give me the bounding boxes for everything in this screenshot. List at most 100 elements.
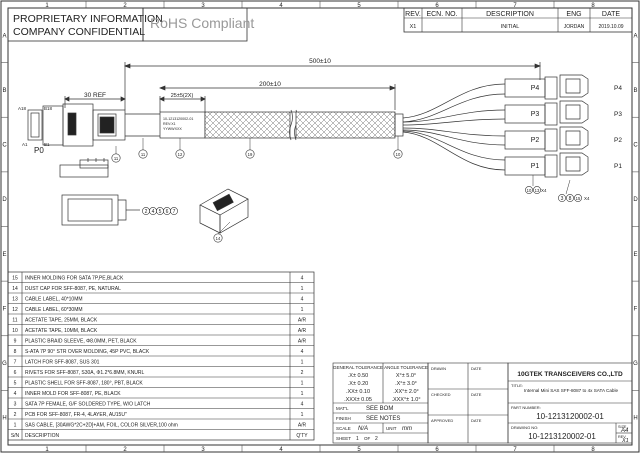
svg-text:2: 2 xyxy=(145,209,148,215)
bom-description: PLASTIC BRAID SLEEVE, Φ8.0MM, PET, BLACK xyxy=(25,339,137,345)
svg-text:11: 11 xyxy=(114,156,119,161)
general-tolerance-value: .X± 0.20 xyxy=(348,381,368,387)
sata-connector-slot xyxy=(565,78,581,94)
sata-port-label-right: P2 xyxy=(614,137,622,144)
zone-row-label-right: D xyxy=(633,197,638,203)
zone-column-label-top: 5 xyxy=(357,3,361,9)
zone-row-label-right: B xyxy=(633,88,637,94)
drawing-number-label: DRAWING NO: xyxy=(511,425,538,430)
bom-item-number: 1 xyxy=(14,423,17,429)
connector-name-p0: P0 xyxy=(34,146,44,155)
title-block xyxy=(507,362,633,444)
angle-tolerance-title: ANGLE TOLERANCE xyxy=(384,365,428,370)
pin-label-b18: B18 xyxy=(44,106,53,111)
scale-value: N/A xyxy=(358,426,368,432)
general-tolerance-value: .XX± 0.10 xyxy=(346,389,370,395)
sata-connector-head xyxy=(559,152,589,176)
svg-text:11: 11 xyxy=(141,152,146,157)
part-number-value: 10-1213120002-01 xyxy=(536,412,604,421)
proprietary-line2: COMPANY CONFIDENTIAL xyxy=(13,26,145,38)
bom-row: 6 RIVETS FOR SFF-8087, S30A, Φ1.2*6.8MM, … xyxy=(14,370,304,376)
sata-port-label-right: P4 xyxy=(614,85,622,92)
balloon-8: 8 xyxy=(566,194,574,202)
cable-drawing xyxy=(27,62,589,234)
zone-column-label-top: 7 xyxy=(513,3,517,9)
svg-text:6: 6 xyxy=(166,209,169,215)
balloon-10: 10 xyxy=(525,186,533,194)
bom-item-number: 9 xyxy=(14,339,17,345)
svg-text:3: 3 xyxy=(561,196,564,202)
bom-description: INNER MOLDING FOR SATA 7P,PE,BLACK xyxy=(25,276,124,282)
bom-item-number: 6 xyxy=(14,370,17,376)
bom-quantity: 2 xyxy=(301,370,304,376)
bom-description: LATCH FOR SFF-8087, SUS 301 xyxy=(25,360,100,366)
general-tolerance-value: .X± 0.50 xyxy=(348,373,368,379)
dim-ref: 30 REF xyxy=(84,92,106,99)
dim-overall: 500±10 xyxy=(309,58,331,65)
bom-item-number: S/N xyxy=(11,433,20,439)
label-text-2: REV:X1 xyxy=(163,122,176,126)
rev-header-ecn: ECN. NO. xyxy=(426,11,457,18)
rev-title-value: X1 xyxy=(621,438,629,444)
bom-item-number: 14 xyxy=(12,286,18,292)
zone-column-label-bottom: 4 xyxy=(279,447,283,453)
bom-quantity: 1 xyxy=(301,391,304,397)
svg-text:14: 14 xyxy=(216,236,221,241)
sata-port-label-right: P3 xyxy=(614,111,622,118)
zone-row-label-right: H xyxy=(633,416,637,422)
multiplier-x4-right: X4 xyxy=(584,196,590,201)
bom-description: RIVETS FOR SFF-8087, S30A, Φ1.2*6.8MM, K… xyxy=(25,370,145,376)
sata-connector-overmold xyxy=(544,76,558,100)
balloon-3: 3 xyxy=(558,194,566,202)
bom-quantity: A/R xyxy=(298,318,307,324)
bom-item-number: 2 xyxy=(14,412,17,418)
scale-label: SCALE xyxy=(336,426,351,431)
label-text-1: 10-1213120002-01 xyxy=(163,117,193,121)
drawn-label: DRAWN xyxy=(431,366,446,371)
balloon-14: 14 xyxy=(213,233,223,243)
drawing-number-value: 10-1213120002-01 xyxy=(528,432,596,441)
rev-value: X1 xyxy=(410,24,417,30)
finish-value: SEE NOTES xyxy=(366,416,400,422)
sheet-value: 1 xyxy=(356,436,359,442)
sheet-of-label: OF xyxy=(364,436,371,441)
bom-description: DUST CAP FOR SFF-8087, PE, NATURAL xyxy=(25,286,121,292)
signoff-block xyxy=(427,362,509,444)
sheet-total: 2 xyxy=(375,436,378,442)
rev-header-date: DATE xyxy=(602,11,620,18)
bom-quantity: 1 xyxy=(301,412,304,418)
zone-row-label-right: A xyxy=(633,33,637,39)
bom-quantity: 1 xyxy=(301,381,304,387)
bom-row: 9 PLASTIC BRAID SLEEVE, Φ8.0MM, PET, BLAC… xyxy=(14,339,307,345)
title-value: Internal Mini SAS SFF-8087 to 4x SATA Ca… xyxy=(524,388,619,393)
general-tolerance-value: .XXX± 0.05 xyxy=(344,397,372,403)
zone-row-label-left: H xyxy=(2,416,6,422)
zone-column-label-bottom: 7 xyxy=(513,447,517,453)
bom-quantity: 4 xyxy=(301,297,304,303)
drawn-date-label: DATE xyxy=(471,366,482,371)
leader-line xyxy=(565,179,571,195)
rohs-box xyxy=(142,7,248,42)
label-text-3: YYWWXXX xyxy=(163,127,182,131)
sata-port-label-right: P1 xyxy=(614,163,622,170)
sata-port-label: P4 xyxy=(531,85,540,92)
zone-column-label-top: 8 xyxy=(591,3,595,9)
svg-text:13: 13 xyxy=(535,188,540,193)
svg-text:12: 12 xyxy=(178,152,183,157)
balloon-11: 11 xyxy=(138,149,148,159)
balloon-15: 15 xyxy=(574,194,582,202)
balloon-10: 10 xyxy=(393,149,403,159)
sata-connector-overmold xyxy=(544,128,558,152)
bom-item-number: 13 xyxy=(12,297,18,303)
